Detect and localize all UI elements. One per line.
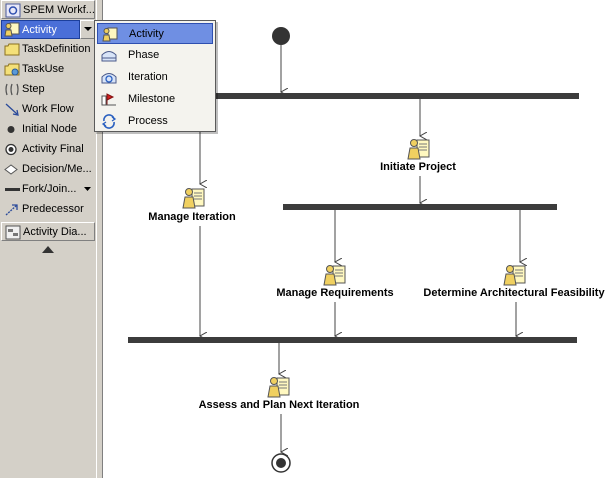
palette-item-label: TaskDefinition — [22, 43, 91, 55]
menu-item-label: Process — [128, 115, 168, 127]
palette-item-task-use[interactable]: TaskUse — [1, 60, 95, 79]
chevron-down-icon — [84, 27, 92, 31]
menu-item-label: Iteration — [128, 71, 168, 83]
decision-merge-icon — [4, 164, 18, 175]
menu-item-activity[interactable]: Activity — [97, 23, 213, 44]
activity-label: Manage Iteration — [148, 211, 236, 223]
predecessor-icon — [5, 204, 18, 216]
scroll-up-icon[interactable] — [42, 246, 54, 254]
palette-item-activity-diagram[interactable]: Activity Dia... — [1, 222, 95, 241]
palette-item-label: Initial Node — [22, 123, 78, 135]
fork-bar — [283, 204, 557, 210]
palette-item-activity-final[interactable]: Activity Final — [1, 140, 95, 159]
palette-item-fork-join[interactable]: Fork/Join... — [1, 180, 95, 199]
palette-item-work-flow[interactable]: Work Flow — [1, 100, 95, 119]
activity-icon — [182, 188, 205, 209]
activity-icon — [503, 265, 526, 286]
palette-item-label: Predecessor — [22, 203, 84, 215]
milestone-icon — [101, 93, 116, 106]
palette-panel: SPEM Workf... Activity TaskDefinition Ta… — [0, 0, 96, 478]
palette-item-decision-merge[interactable]: Decision/Me... — [1, 160, 95, 179]
activity-label: Initiate Project — [380, 161, 456, 173]
fork-bar — [208, 93, 579, 99]
activity-type-dropdown-menu: Activity Phase Iteration Milestone Proce… — [94, 20, 216, 132]
activity-final-icon — [5, 143, 17, 156]
activity-icon — [407, 139, 430, 160]
activity-icon — [102, 27, 118, 42]
activity-diagram-canvas[interactable]: Initiate Project Manage Iteration Manage… — [103, 0, 616, 478]
step-icon — [5, 83, 19, 96]
menu-item-process[interactable]: Process — [97, 111, 213, 132]
menu-item-phase[interactable]: Phase — [97, 45, 213, 66]
menu-item-iteration[interactable]: Iteration — [97, 67, 213, 88]
palette-item-label: Activity — [22, 24, 57, 36]
iteration-icon — [101, 73, 117, 84]
palette-item-spem-workflow[interactable]: SPEM Workf... — [1, 0, 95, 19]
palette-item-step[interactable]: Step — [1, 80, 95, 99]
menu-item-label: Phase — [128, 49, 160, 61]
menu-item-label: Milestone — [128, 93, 176, 105]
spem-workflow-icon — [5, 3, 21, 18]
chevron-down-icon[interactable] — [84, 187, 91, 192]
palette-item-label: Step — [22, 83, 45, 95]
activity-icon — [267, 377, 290, 398]
palette-item-label: Activity Dia... — [23, 226, 87, 238]
palette-item-label: TaskUse — [22, 63, 65, 75]
menu-item-milestone[interactable]: Milestone — [97, 89, 213, 110]
panel-splitter[interactable] — [96, 0, 103, 478]
palette-dropdown-button[interactable] — [80, 20, 95, 39]
activity-label: Assess and Plan Next Iteration — [198, 399, 360, 411]
activity-icon — [323, 265, 346, 286]
join-bar — [128, 337, 577, 343]
palette-item-activity[interactable]: Activity — [1, 20, 80, 39]
initial-node — [272, 27, 290, 45]
work-flow-icon — [5, 103, 19, 116]
activity-label: Manage Requirements — [276, 287, 394, 299]
palette-item-label: Work Flow — [22, 103, 74, 115]
activity-icon — [4, 22, 20, 37]
palette-item-label: Activity Final — [22, 143, 84, 155]
menu-item-label: Activity — [129, 28, 164, 40]
fork-join-icon — [5, 188, 20, 191]
palette-item-task-definition[interactable]: TaskDefinition — [1, 40, 95, 59]
process-icon — [101, 114, 117, 129]
task-definition-icon — [4, 43, 20, 56]
palette-item-predecessor[interactable]: Predecessor — [1, 200, 95, 219]
initial-node-icon — [7, 126, 15, 133]
task-use-icon — [4, 63, 20, 76]
palette-item-label: Decision/Me... — [22, 163, 92, 175]
palette-item-label: Fork/Join... — [22, 183, 77, 195]
phase-icon — [101, 51, 117, 62]
activity-label: Determine Architectural Feasibility — [423, 287, 605, 299]
palette-item-initial-node[interactable]: Initial Node — [1, 120, 95, 139]
palette-item-label: SPEM Workf... — [23, 4, 95, 16]
activity-diagram-icon — [5, 225, 21, 240]
diagram-edges — [128, 27, 579, 473]
